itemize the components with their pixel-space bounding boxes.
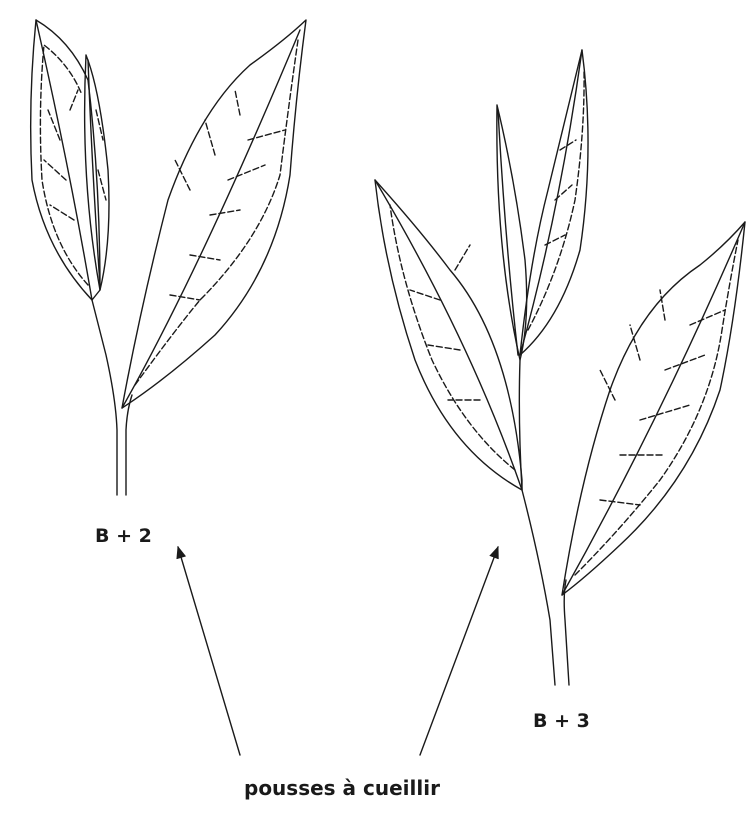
label-b-plus-3: B + 3	[533, 710, 590, 732]
label-b-plus-2: B + 2	[95, 525, 152, 547]
arrow-to-b-plus-2	[178, 547, 240, 755]
leaf-left-outer	[31, 20, 100, 300]
shoot-b-plus-3	[375, 50, 745, 685]
stem-right	[519, 360, 555, 685]
arrow-to-b-plus-3	[420, 547, 498, 755]
caption: pousses à cueillir	[244, 776, 440, 800]
leaf-left-large	[122, 20, 306, 408]
leaf-right-top-wide	[520, 50, 588, 355]
shoot-b-plus-2	[31, 20, 306, 495]
stem-left	[92, 300, 117, 495]
leaf-right-large	[562, 222, 745, 595]
leaf-right-top-narrow	[497, 105, 527, 360]
